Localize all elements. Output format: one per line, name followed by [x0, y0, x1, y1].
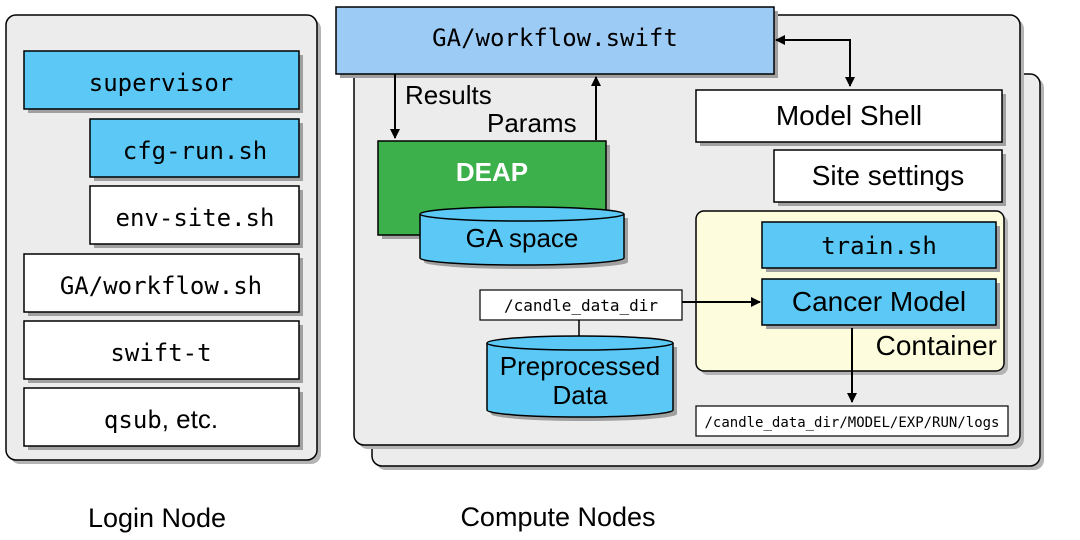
supervisor-box: supervisor — [23, 50, 303, 113]
data-dir-box: /candle_data_dir — [479, 289, 683, 321]
workflow-swift-label: GA/workflow.swift — [432, 24, 678, 52]
qsub-etc: , etc. — [162, 404, 218, 434]
workflow-sh-box: GA/workflow.sh — [23, 253, 303, 316]
cancer-model-box: Cancer Model — [761, 278, 1000, 329]
params-label: Params — [487, 108, 577, 138]
preprocessed-line1: Preprocessed — [500, 351, 660, 381]
preprocessed-line2: Data — [553, 380, 608, 410]
model-shell-arrow — [775, 35, 855, 87]
ga-space-cylinder: GA space — [419, 206, 628, 269]
train-sh-label: train.sh — [821, 232, 937, 260]
workflow-swift-box: GA/workflow.swift — [335, 6, 778, 78]
cfg-run-label: cfg-run.sh — [123, 137, 268, 165]
compute-nodes-caption: Compute Nodes — [460, 502, 655, 532]
model-shell-box: Model Shell — [695, 89, 1006, 146]
qsub-label: qsub, etc. — [104, 404, 218, 434]
env-site-box: env-site.sh — [89, 185, 303, 248]
site-settings-box: Site settings — [773, 149, 1006, 206]
site-settings-label: Site settings — [812, 160, 965, 191]
data-dir-label: /candle_data_dir — [504, 296, 658, 315]
model-shell-label: Model Shell — [776, 100, 922, 131]
supervisor-label: supervisor — [89, 69, 234, 97]
env-site-label: env-site.sh — [116, 204, 275, 232]
cancer-model-label: Cancer Model — [792, 286, 966, 317]
cfg-run-box: cfg-run.sh — [89, 118, 303, 181]
train-sh-box: train.sh — [761, 221, 1000, 272]
results-label: Results — [405, 80, 492, 110]
workflow-sh-label: GA/workflow.sh — [60, 272, 262, 300]
qsub-command: qsub — [104, 406, 162, 434]
qsub-box: qsub, etc. — [23, 387, 303, 450]
logs-path-box: /candle_data_dir/MODEL/EXP/RUN/logs — [695, 405, 1009, 437]
ga-space-label: GA space — [466, 223, 579, 253]
swift-t-box: swift-t — [23, 320, 303, 383]
deap-label: DEAP — [456, 157, 528, 187]
swift-t-label: swift-t — [110, 339, 211, 367]
login-node-caption: Login Node — [88, 503, 226, 533]
preprocessed-data-cylinder: Preprocessed Data — [486, 335, 677, 421]
logs-path-label: /candle_data_dir/MODEL/EXP/RUN/logs — [704, 415, 999, 431]
container-label: Container — [876, 330, 997, 361]
